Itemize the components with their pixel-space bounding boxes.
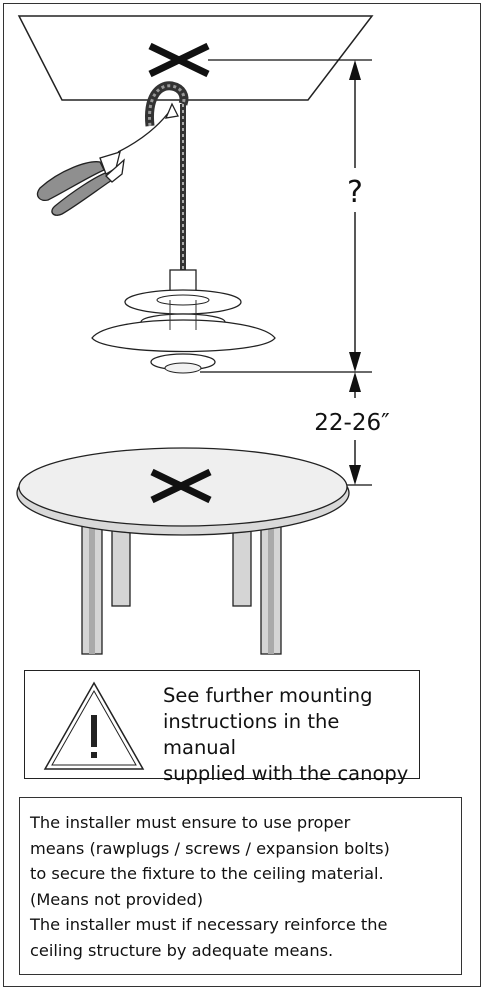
ceiling-canopy (17, 15, 374, 101)
height-dimension (349, 60, 361, 372)
height-unknown-label: ? (347, 175, 363, 210)
table-center-mark (150, 468, 212, 504)
warning-box: See further mounting instructions in the… (24, 670, 420, 785)
page-frame (3, 3, 481, 987)
clearance-label: 22-26″ (314, 410, 390, 436)
clearance-dimension (349, 372, 361, 485)
installer-note-text: The installer must ensure to use proper … (30, 810, 460, 963)
mounting-illustration: ? 22-26″ (16, 15, 390, 655)
note-line: ceiling structure by adequate means. (30, 940, 334, 960)
pliers-icon (36, 151, 125, 216)
note-line: to secure the fixture to the ceiling mat… (30, 864, 384, 883)
note-line: means (rawplugs / screws / expansion bol… (30, 838, 390, 858)
warning-text: See further mounting instructions in the… (163, 684, 409, 785)
warning-triangle-icon (43, 681, 145, 770)
pendant-lamp (91, 269, 276, 374)
installer-note-box: The installer must ensure to use proper … (19, 797, 462, 975)
note-line: The installer must ensure to use proper (30, 813, 351, 832)
cut-arrow (117, 107, 173, 153)
note-line: (Means not provided) (30, 889, 204, 909)
dining-table (16, 447, 350, 655)
note-line: The installer must if necessary reinforc… (30, 915, 388, 934)
ceiling-center-mark (148, 42, 210, 78)
